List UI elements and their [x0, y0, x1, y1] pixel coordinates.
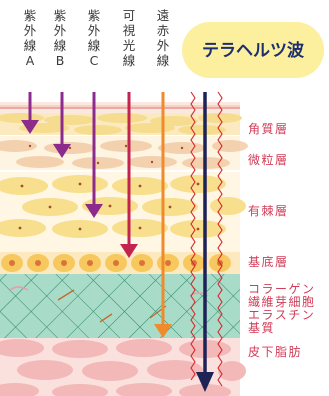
- radiation-arrows: [21, 92, 172, 338]
- corneum-cells: [0, 113, 242, 135]
- layer-label-fat: 皮下脂肪: [248, 345, 303, 359]
- layer-label-granular: 微粒層: [248, 153, 289, 167]
- layer-label-collagen: コラーゲン: [248, 282, 316, 296]
- terahertz-arrow: [196, 92, 214, 392]
- collagen-mesh: [0, 274, 240, 338]
- far-infrared-arrow: [154, 92, 172, 338]
- layer-label-basal: 基底層: [248, 255, 289, 269]
- uva-label: 紫外線A: [23, 8, 37, 68]
- layer-label-elastin: エラスチン: [248, 308, 316, 322]
- terahertz-waves: [190, 91, 223, 387]
- terahertz-badge: [182, 22, 324, 78]
- layer-label-spinous: 有棘層: [248, 204, 289, 218]
- visible-light-label: 可視光線: [122, 8, 136, 68]
- uvb-arrow: [53, 92, 71, 158]
- uva-arrow: [21, 92, 39, 134]
- uvb-label: 紫外線B: [53, 8, 67, 68]
- terahertz-label: テラヘルツ波: [202, 41, 304, 61]
- layer-label-corneum: 角質層: [248, 122, 289, 136]
- fat-cells: [0, 339, 246, 396]
- uvc-label: 紫外線C: [87, 8, 101, 68]
- far-infrared-label: 遠赤外線: [156, 8, 170, 68]
- uvc-arrow: [85, 92, 103, 218]
- layer-label-matrix: 基質: [248, 321, 276, 335]
- visible-light-arrow: [120, 92, 138, 258]
- layer-label-fibroblast: 繊維芽細胞: [248, 295, 316, 309]
- spinous-nuclei: [18, 144, 200, 231]
